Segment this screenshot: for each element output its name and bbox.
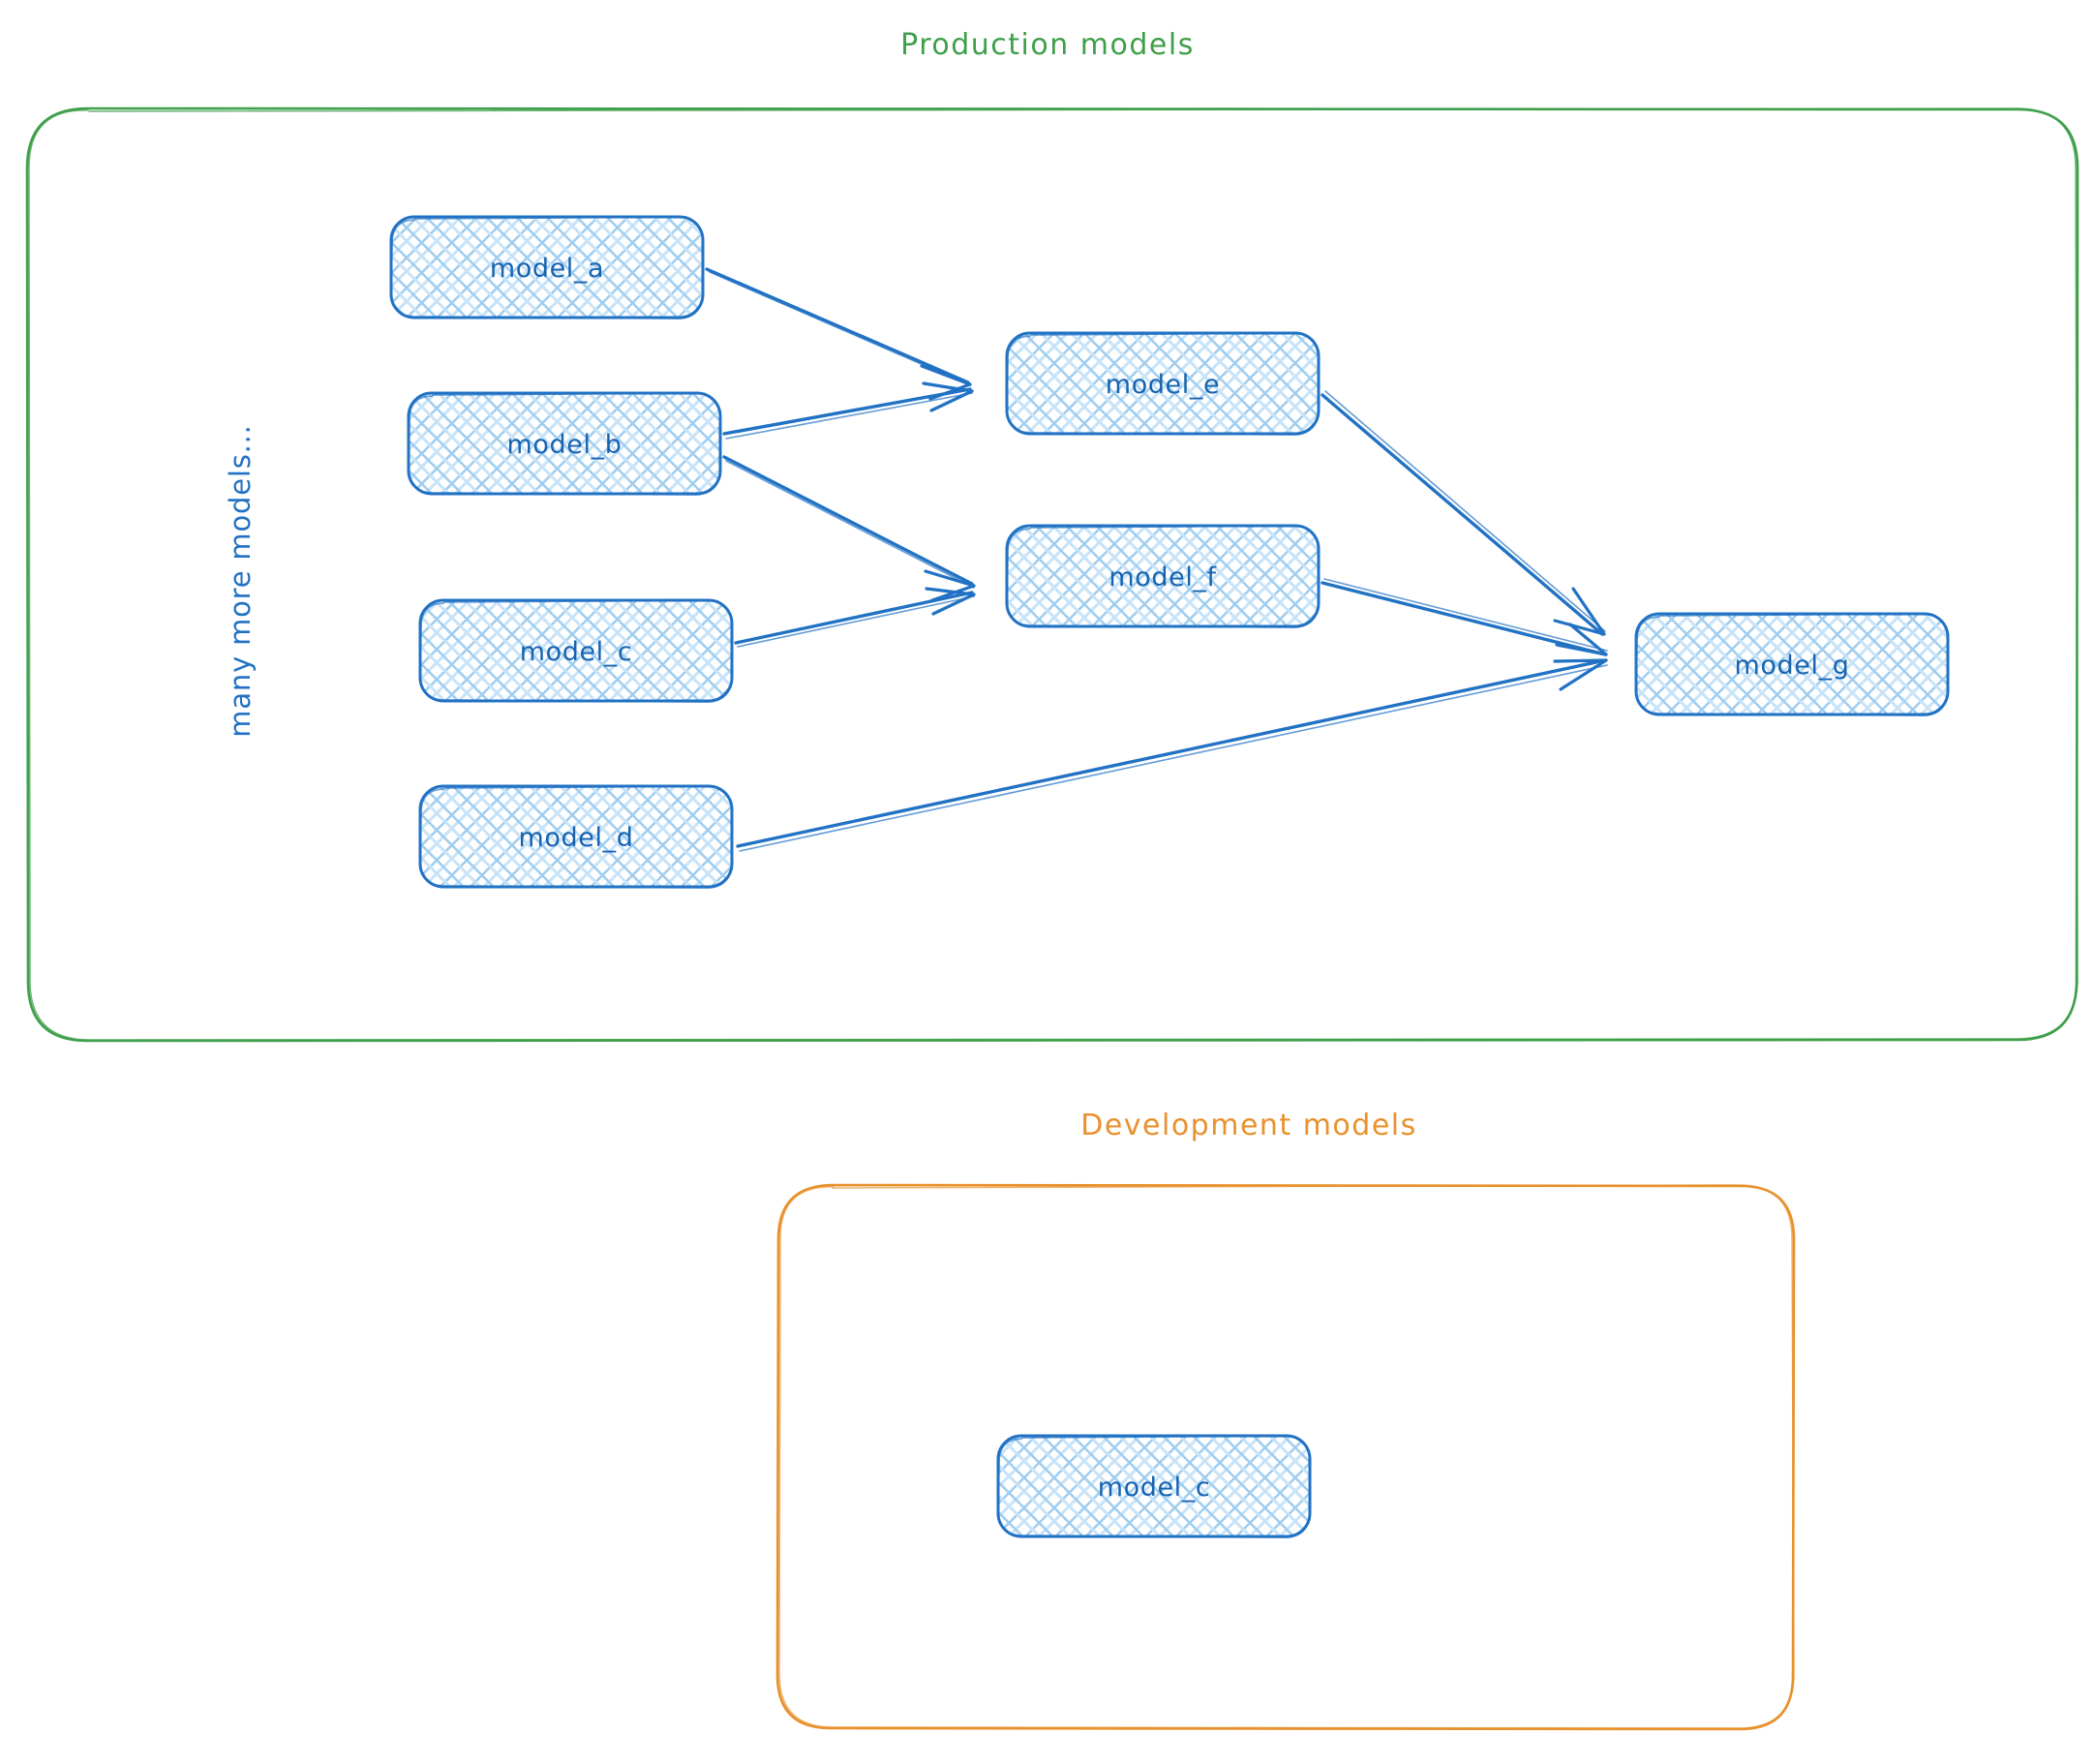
edge-c-to-f <box>734 587 976 648</box>
side-label-text: many more models... <box>224 424 257 737</box>
production-container-border <box>25 106 2080 1043</box>
node-model-d-label: model_d <box>519 823 634 853</box>
development-container-border <box>775 1183 1796 1731</box>
edge-a-to-e <box>705 267 972 401</box>
node-model-d[interactable]: model_d <box>418 784 734 889</box>
node-model-f-label: model_f <box>1108 563 1217 593</box>
development-container-border-sketch <box>778 1184 1795 1729</box>
node-model-f[interactable]: model_f <box>1005 524 1321 628</box>
node-dev-model-c-label: model_c <box>1098 1473 1211 1503</box>
node-model-a-sketch-outline <box>390 216 704 319</box>
edge-d-to-g <box>736 658 1608 852</box>
node-model-b[interactable]: model_b <box>407 391 722 496</box>
node-model-c-sketch-outline <box>419 599 733 703</box>
node-model-b-label: model_b <box>507 430 622 460</box>
nodes-layer: model_a model_b model_c model_d mode <box>389 215 1950 889</box>
group-title-production: Production models <box>900 28 1195 62</box>
edge-e-to-g <box>1321 390 1606 636</box>
node-model-g-sketch-outline <box>1635 613 1949 716</box>
node-model-c[interactable]: model_c <box>418 598 734 703</box>
group-title-development: Development models <box>1080 1109 1417 1142</box>
production-container-border-sketch <box>28 107 2079 1041</box>
node-model-g-label: model_g <box>1735 651 1850 681</box>
node-model-f-sketch-outline <box>1006 525 1320 628</box>
node-model-d-sketch-outline <box>419 785 733 889</box>
node-model-a[interactable]: model_a <box>389 215 705 319</box>
node-model-b-sketch-outline <box>408 392 721 496</box>
node-dev-model-c-sketch-outline <box>997 1435 1311 1538</box>
group-production: Production models <box>25 28 2080 1043</box>
node-model-g[interactable]: model_g <box>1634 612 1950 716</box>
node-model-a-label: model_a <box>490 254 604 284</box>
group-development: Development models model_c <box>775 1109 1796 1731</box>
node-model-e[interactable]: model_e <box>1005 331 1321 436</box>
edge-f-to-g <box>1321 578 1608 656</box>
node-dev-model-c[interactable]: model_c <box>996 1434 1312 1538</box>
node-model-c-label: model_c <box>520 637 633 667</box>
node-model-e-label: model_e <box>1106 370 1220 400</box>
side-label-many-more-models: many more models... <box>224 424 257 737</box>
edge-b-to-f <box>722 455 976 602</box>
node-model-e-sketch-outline <box>1006 332 1320 436</box>
edges-layer <box>705 267 1608 852</box>
edge-b-to-e <box>722 381 974 440</box>
